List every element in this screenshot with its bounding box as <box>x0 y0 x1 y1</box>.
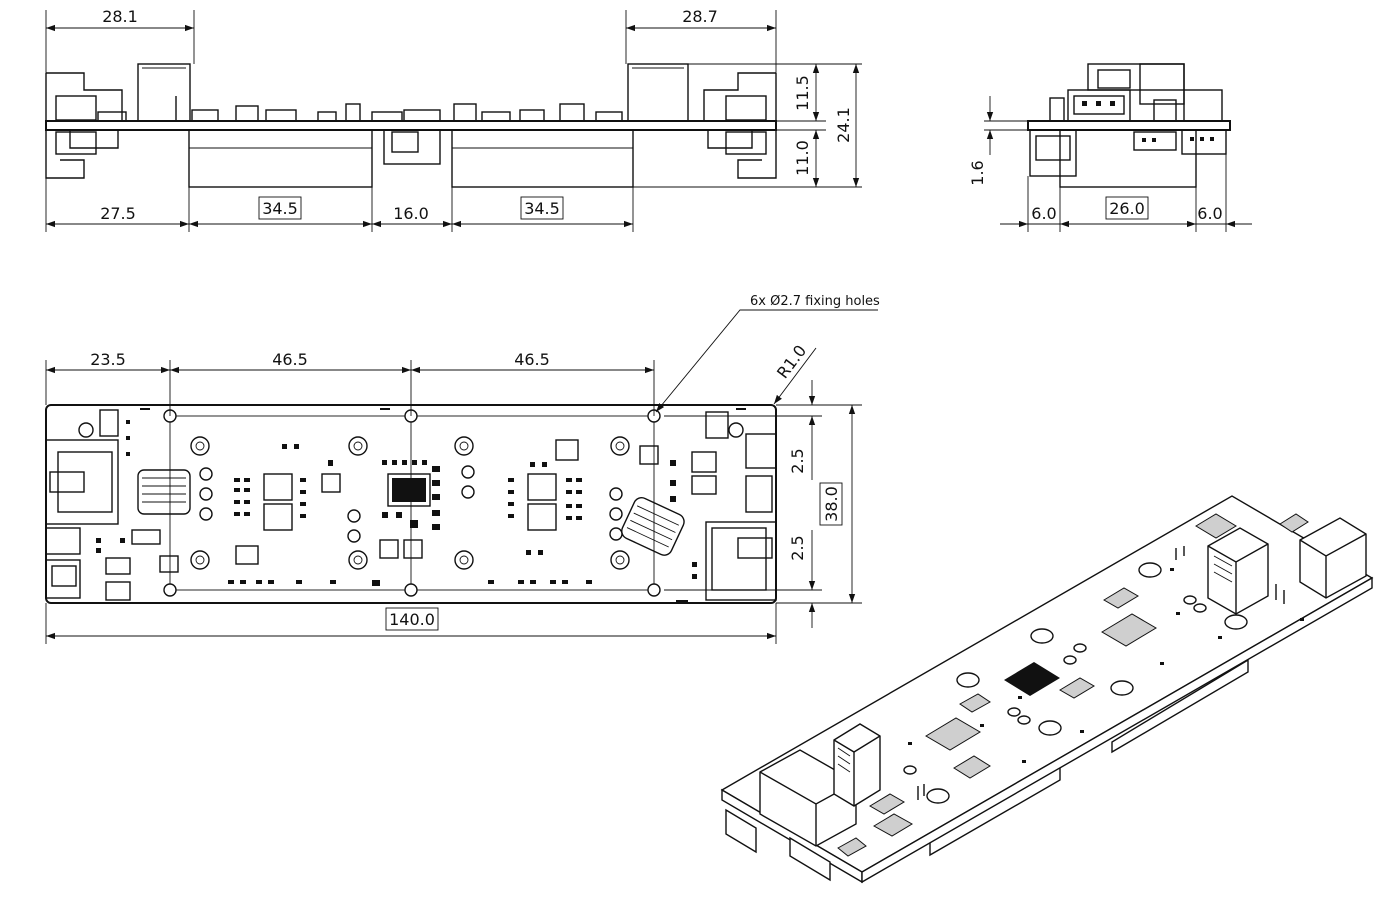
side-right-heatsink <box>451 129 634 188</box>
side-dimensions: 28.1 28.7 11.5 11.0 24.1 27.5 34.5 16.0 … <box>45 7 862 232</box>
dim-end-left: 6.0 <box>1031 204 1056 223</box>
dim-side-left-top: 28.1 <box>102 7 138 26</box>
holes-note: 6x Ø2.7 fixing holes <box>750 294 880 309</box>
dim-side-bottom-height: 11.0 <box>793 140 812 176</box>
end-pcb <box>1027 120 1231 131</box>
side-right-connector <box>703 72 777 179</box>
dim-end-thickness: 1.6 <box>968 160 987 185</box>
side-left-heatsink <box>188 129 373 188</box>
dim-end-middle: 26.0 <box>1109 199 1145 218</box>
side-left-coil <box>137 63 191 122</box>
dim-top-width: 38.0 <box>822 486 841 522</box>
dim-side-bottom-2: 34.5 <box>262 199 298 218</box>
isometric-view <box>720 495 1374 884</box>
dim-side-bottom-3: 16.0 <box>393 204 429 223</box>
dim-top-hole-spacing-top: 2.5 <box>788 448 807 473</box>
side-left-connector <box>45 72 123 179</box>
dim-top-1: 23.5 <box>90 350 126 369</box>
side-right-coil <box>627 63 689 122</box>
top-view <box>45 404 777 604</box>
dim-top-3: 46.5 <box>514 350 550 369</box>
dim-side-bottom-1: 27.5 <box>100 204 136 223</box>
end-view <box>1027 63 1231 188</box>
dim-side-total-height: 24.1 <box>834 107 853 143</box>
side-pcb <box>45 120 777 131</box>
dim-end-right: 6.0 <box>1197 204 1222 223</box>
dim-side-top-height: 11.5 <box>793 75 812 111</box>
side-view <box>45 63 777 188</box>
dim-top-2: 46.5 <box>272 350 308 369</box>
dim-top-length: 140.0 <box>389 610 435 629</box>
dim-side-right-top: 28.7 <box>682 7 718 26</box>
dim-corner-radius: R1.0 <box>773 341 810 382</box>
dim-side-bottom-4: 34.5 <box>524 199 560 218</box>
dim-top-hole-spacing-bottom: 2.5 <box>788 535 807 560</box>
end-dimensions: 1.6 6.0 26.0 6.0 <box>968 96 1252 232</box>
top-dimensions: 23.5 46.5 46.5 6x Ø2.7 fixing holes R1.0… <box>45 294 880 644</box>
